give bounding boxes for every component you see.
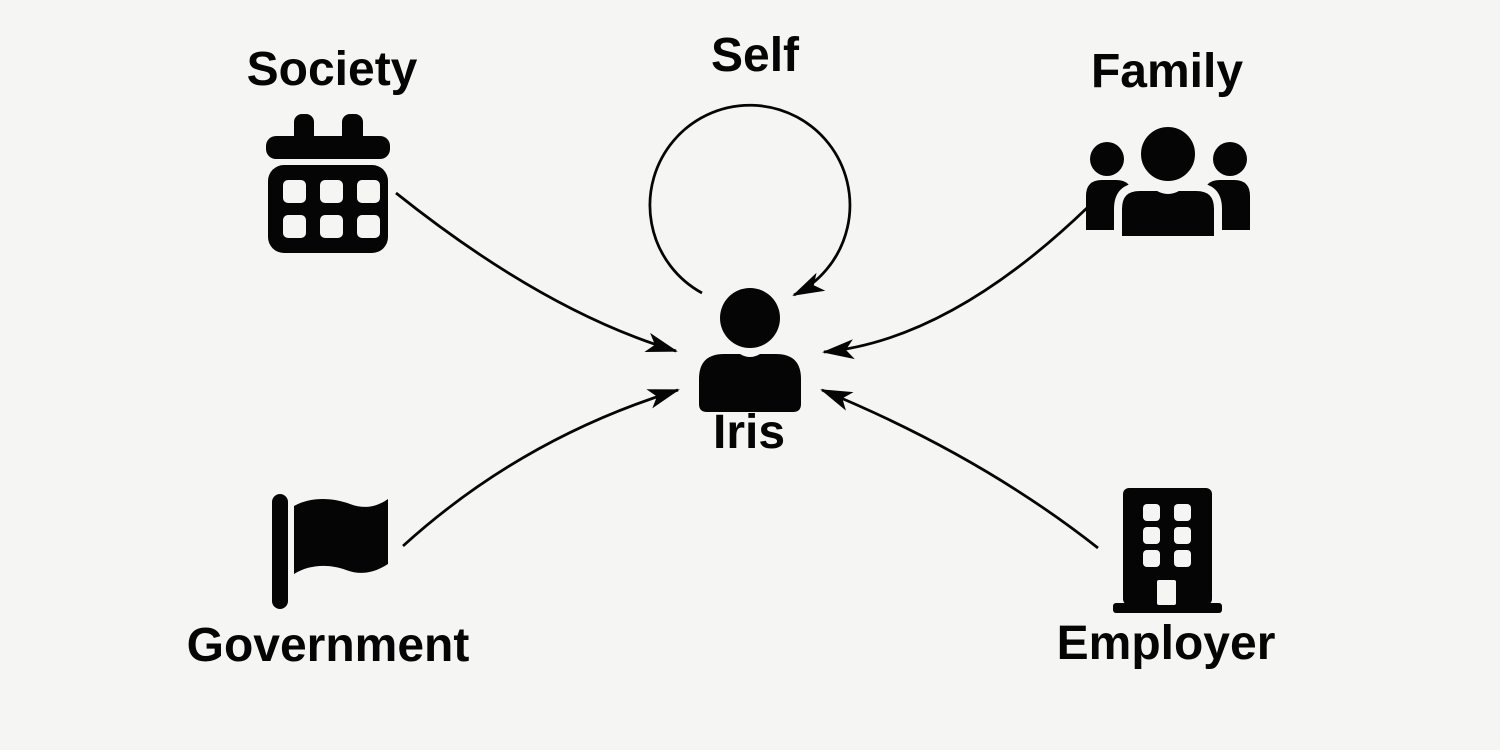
- iris-label: Iris: [712, 406, 786, 459]
- self-label: Self: [710, 29, 800, 82]
- person-icon: [699, 288, 801, 412]
- society-label: Society: [246, 43, 418, 96]
- government-label: Government: [186, 619, 470, 672]
- flag-icon: [272, 494, 388, 609]
- people-group-icon: [1086, 119, 1250, 244]
- employer-label: Employer: [1056, 617, 1276, 670]
- arrow-society-to-iris: [395, 191, 678, 353]
- arrow-employer-to-iris: [820, 388, 1099, 550]
- building-icon: [1113, 488, 1222, 613]
- self-loop-arrow: [648, 103, 852, 297]
- arrow-government-to-iris: [402, 388, 680, 548]
- calendar-icon: [266, 114, 390, 253]
- family-label: Family: [1090, 45, 1244, 98]
- edges: [395, 103, 1099, 550]
- arrow-family-to-iris: [822, 206, 1089, 360]
